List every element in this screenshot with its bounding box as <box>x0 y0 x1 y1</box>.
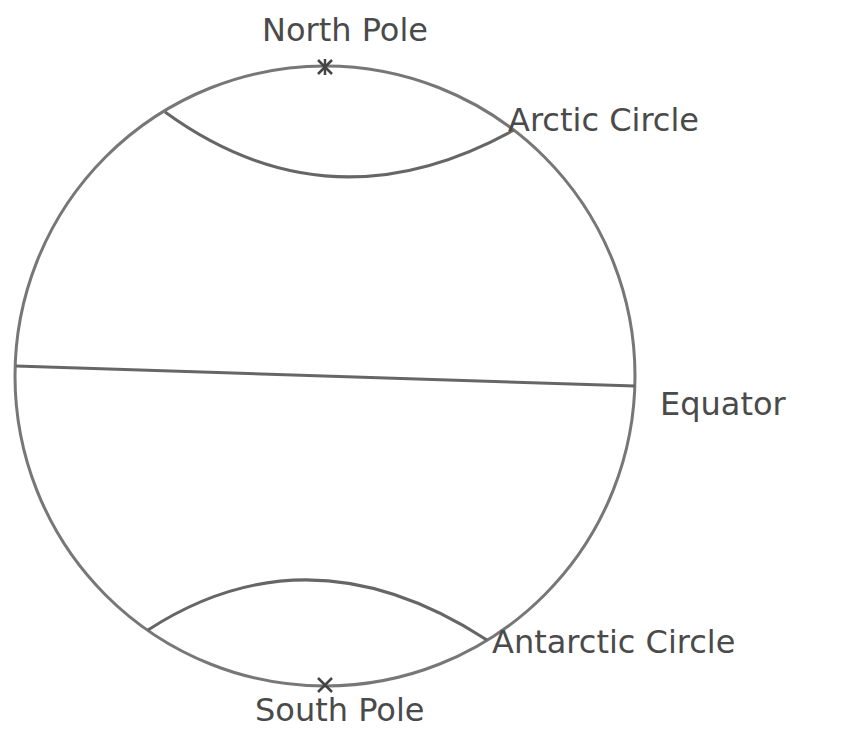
pole-label: South Pole <box>255 690 424 730</box>
circle-label: Antarctic Circle <box>492 622 735 662</box>
equator-label: Equator <box>660 384 786 424</box>
circle-label: Arctic Circle <box>508 100 699 140</box>
pole-label: North Pole <box>262 10 428 50</box>
arctic-circle-line <box>165 112 514 177</box>
globe-outline <box>15 66 635 686</box>
equator-line <box>16 366 635 386</box>
antarctic-circle-line <box>148 580 487 640</box>
north-pole-mark <box>318 59 332 75</box>
south-pole-mark <box>318 678 332 692</box>
